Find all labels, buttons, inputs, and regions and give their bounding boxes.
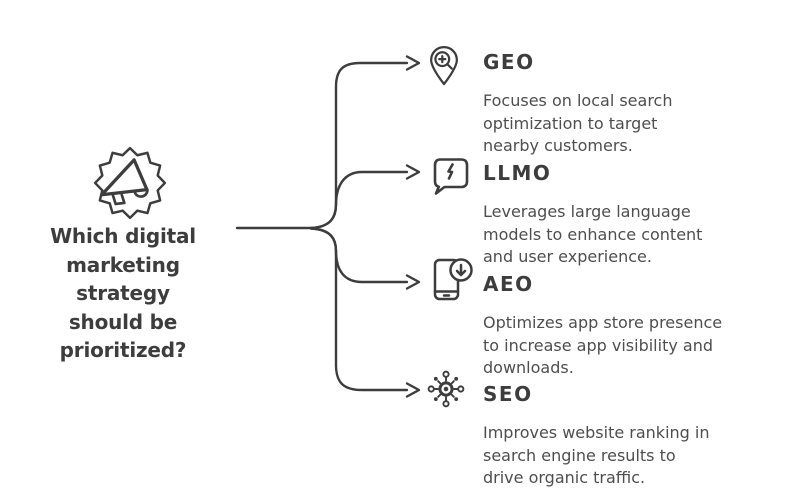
question-line: should be xyxy=(68,309,178,334)
description-line: to increase app visibility and xyxy=(483,335,713,355)
branch-label-seo: SEO xyxy=(483,382,533,406)
description-line: downloads. xyxy=(483,358,574,377)
branch-seo: SEO Improves website ranking in search e… xyxy=(483,382,783,490)
branch-aeo: AEO Optimizes app store presence to incr… xyxy=(483,272,783,380)
branch-description-seo: Improves website ranking in search engin… xyxy=(483,422,783,490)
description-line: Optimizes app store presence xyxy=(483,313,723,332)
branch-line-aeo xyxy=(309,227,409,284)
branch-llmo: LLMO Leverages large language models to … xyxy=(483,161,783,269)
branch-line-seo xyxy=(309,227,409,392)
central-question: Which digital marketing strategy should … xyxy=(46,222,200,365)
megaphone-burst-icon xyxy=(88,145,172,225)
map-pin-search-icon xyxy=(426,40,462,92)
speech-bubble-lightning-icon xyxy=(431,154,471,198)
description-line: drive organic traffic. xyxy=(483,468,646,487)
description-line: Focuses on local search xyxy=(483,91,673,110)
arrowhead-geo xyxy=(405,55,421,71)
megaphone-handle xyxy=(111,193,126,206)
question-line: marketing xyxy=(66,252,180,277)
description-line: search engine results to xyxy=(483,445,676,465)
description-line: models to enhance content xyxy=(483,224,703,244)
description-line: Improves website ranking in xyxy=(483,423,710,442)
question-line: Which digital xyxy=(50,224,196,248)
smartphone-download-icon xyxy=(429,256,475,304)
branch-line-geo xyxy=(309,61,409,230)
description-line: and user experience. xyxy=(483,247,652,266)
question-line: strategy xyxy=(76,281,170,305)
branch-description-llmo: Leverages large language models to enhan… xyxy=(483,201,783,269)
description-line: nearby customers. xyxy=(483,136,633,155)
description-line: optimization to target xyxy=(483,113,658,133)
branch-description-aeo: Optimizes app store presence to increase… xyxy=(483,312,783,380)
megaphone-bell xyxy=(133,188,149,198)
branch-line-llmo xyxy=(309,170,409,230)
description-line: Leverages large language xyxy=(483,202,691,221)
branch-label-aeo: AEO xyxy=(483,272,534,296)
question-line: prioritized? xyxy=(59,338,187,362)
branch-label-llmo: LLMO xyxy=(483,161,552,185)
branch-label-geo: GEO xyxy=(483,50,535,74)
network-nodes-icon xyxy=(426,369,466,409)
arrowhead-aeo xyxy=(405,274,421,290)
arrowhead-llmo xyxy=(405,164,421,180)
branch-geo: GEO Focuses on local search optimization… xyxy=(483,50,783,158)
branch-description-geo: Focuses on local search optimization to … xyxy=(483,90,783,158)
megaphone-cone xyxy=(100,158,149,197)
arrowhead-seo xyxy=(405,382,421,398)
